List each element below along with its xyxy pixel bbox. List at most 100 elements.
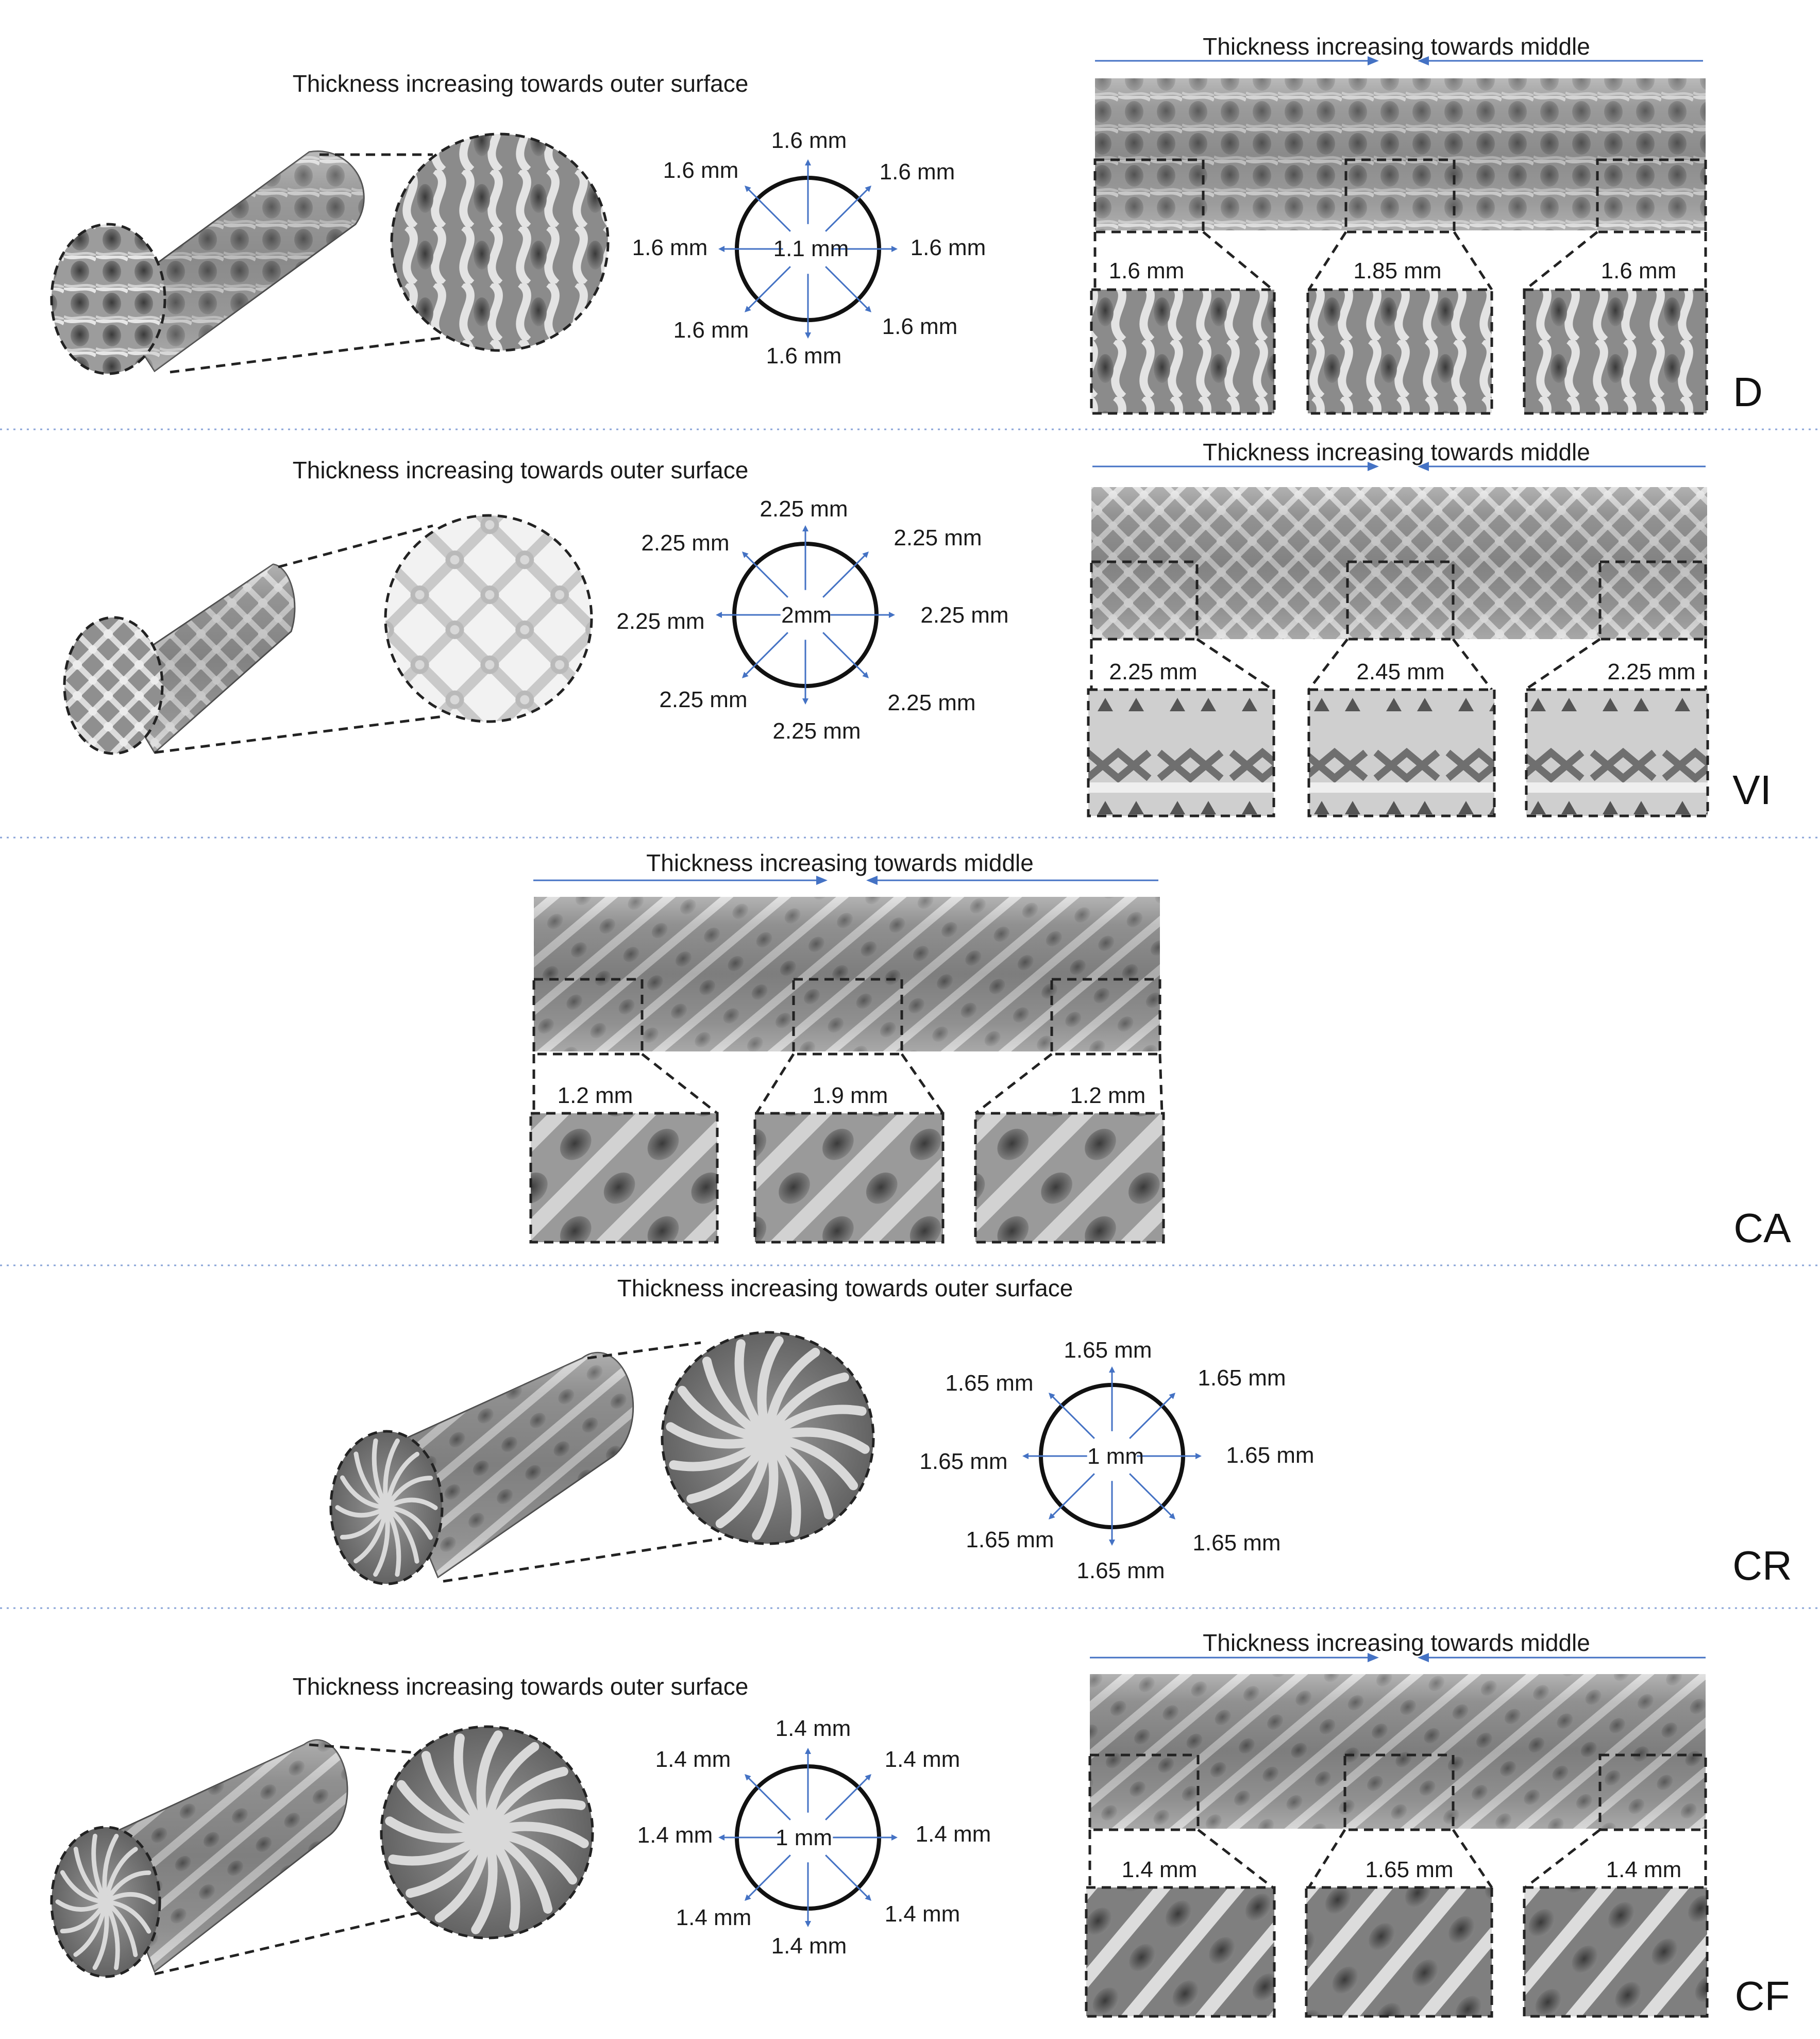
axial-middle-thickness: 2.45 mm: [1356, 659, 1444, 684]
outer-thickness-se: 1.65 mm: [1192, 1530, 1280, 1556]
spiral-strut: [103, 1847, 138, 1904]
spiral-strut: [384, 1505, 419, 1564]
spiral-strut: [453, 1733, 492, 1837]
spiral-strut: [340, 1505, 389, 1540]
radial-arrow-icon: [744, 1854, 791, 1901]
spiral-strut: [91, 1833, 108, 1904]
spiral-strut: [383, 1438, 400, 1510]
spiral-strut: [73, 1846, 108, 1904]
center-thickness: 2mm: [781, 603, 832, 628]
spiral-strut: [373, 1505, 390, 1577]
outer-thickness-sw: 1.6 mm: [673, 317, 749, 343]
tubular-scaffold-icon: [63, 563, 296, 755]
spiral-strut: [421, 1751, 492, 1837]
spiral-strut: [482, 1742, 540, 1837]
outer-thickness-s: 1.65 mm: [1076, 1558, 1165, 1583]
zoom-circle-icon: [384, 514, 593, 723]
outer-thickness-nw: 2.25 mm: [641, 530, 729, 556]
tubular-scaffold-icon: [50, 1739, 348, 1978]
panel-vi: Thickness increasing towards outer surfa…: [63, 439, 1772, 817]
radial-arrow-icon: [1129, 1392, 1176, 1439]
outer-thickness-nw: 1.6 mm: [663, 158, 739, 183]
outer-thickness-n: 1.4 mm: [776, 1716, 851, 1741]
outer-thickness-nw: 1.4 mm: [655, 1747, 731, 1772]
outer-thickness-ne: 2.25 mm: [894, 525, 982, 550]
radial-heading: Thickness increasing towards outer surfa…: [617, 1275, 1073, 1301]
spiral-strut: [388, 1828, 492, 1866]
outer-thickness-e: 2.25 mm: [920, 603, 1008, 628]
axial-middle-thickness: 1.85 mm: [1353, 258, 1441, 283]
axial-end-thickness-right: 2.25 mm: [1607, 659, 1695, 684]
spiral-strut: [60, 1899, 108, 1934]
zoom-circle-icon: [390, 132, 610, 352]
outer-thickness-ne: 1.6 mm: [880, 159, 955, 185]
spiral-strut: [482, 1828, 578, 1885]
spiral-strut: [396, 1780, 492, 1837]
spiral-strut: [763, 1372, 849, 1443]
spiral-strut: [103, 1899, 151, 1934]
axial-end-thickness-left: 1.2 mm: [558, 1083, 633, 1108]
spiral-strut: [335, 1505, 389, 1518]
axial-thickness-diagram: Thickness increasing towards middle 1.6 …: [1090, 33, 1708, 415]
radial-arrow-icon: [744, 266, 791, 313]
spiral-strut: [471, 1828, 498, 1934]
outer-thickness-se: 2.25 mm: [887, 690, 975, 715]
spiral-strut: [60, 1870, 108, 1904]
center-thickness: 1.1 mm: [773, 236, 849, 261]
spiral-strut: [763, 1433, 834, 1519]
outer-thickness-sw: 2.25 mm: [659, 687, 747, 712]
panel-label: CF: [1735, 1973, 1790, 2019]
outer-thickness-sw: 1.65 mm: [966, 1527, 1054, 1552]
spiral-strut: [102, 1833, 119, 1904]
spiral-strut: [763, 1433, 858, 1491]
outer-thickness-e: 1.4 mm: [916, 1821, 991, 1847]
spiral-strut: [763, 1405, 867, 1443]
axial-thickness-diagram: Thickness increasing towards middle 2.25…: [1087, 439, 1709, 817]
spiral-strut: [384, 1505, 401, 1577]
outer-thickness-w: 2.25 mm: [616, 609, 704, 634]
axial-end-thickness-right: 1.4 mm: [1606, 1857, 1682, 1882]
outer-thickness-w: 1.6 mm: [632, 235, 708, 260]
outer-thickness-se: 1.4 mm: [885, 1901, 960, 1927]
axial-end-thickness-right: 1.2 mm: [1070, 1083, 1146, 1108]
spiral-strut: [406, 1828, 492, 1898]
zoom-guide-lines: [170, 153, 464, 374]
spiral-strut: [482, 1799, 586, 1837]
outer-thickness-e: 1.6 mm: [911, 235, 986, 260]
panel-label: VI: [1732, 767, 1772, 813]
spiral-strut: [482, 1766, 568, 1837]
axial-end-thickness-left: 1.6 mm: [1109, 258, 1185, 283]
spiral-strut: [677, 1385, 772, 1443]
outer-thickness-n: 2.25 mm: [760, 496, 848, 522]
panel-label: CA: [1733, 1205, 1791, 1251]
zoom-circle-icon: [661, 1331, 875, 1545]
radial-arrow-icon: [822, 632, 869, 679]
tubular-scaffold-icon: [329, 1351, 634, 1585]
spiral-strut: [763, 1433, 801, 1537]
spiral-strut: [384, 1451, 419, 1510]
radial-arrow-icon: [744, 1774, 791, 1820]
spiral-strut: [55, 1899, 108, 1912]
spiral-strut: [384, 1497, 438, 1510]
axial-end-thickness-left: 1.4 mm: [1122, 1857, 1198, 1882]
outer-thickness-ne: 1.65 mm: [1198, 1365, 1286, 1391]
spiral-strut: [73, 1899, 108, 1957]
axial-thickness-diagram: Thickness increasing towards middle 1.4 …: [1085, 1629, 1709, 2018]
zoom-circle-icon: [380, 1725, 594, 1940]
spiral-strut: [384, 1476, 433, 1510]
outer-thickness-se: 1.6 mm: [882, 314, 958, 339]
outer-thickness-ne: 1.4 mm: [885, 1747, 960, 1772]
center-thickness: 1 mm: [776, 1825, 832, 1850]
spiral-strut: [372, 1438, 389, 1510]
panel-label: CR: [1732, 1543, 1792, 1589]
outer-thickness-n: 1.65 mm: [1064, 1338, 1152, 1363]
spiral-strut: [734, 1339, 772, 1443]
radial-arrow-icon: [742, 551, 788, 598]
spiral-strut: [482, 1821, 589, 1848]
spiral-strut: [686, 1433, 772, 1504]
radial-arrow-icon: [742, 632, 788, 679]
outer-thickness-s: 1.6 mm: [766, 343, 842, 369]
radial-arrow-icon: [825, 266, 872, 313]
radial-heading: Thickness increasing towards outer surfa…: [293, 457, 749, 483]
